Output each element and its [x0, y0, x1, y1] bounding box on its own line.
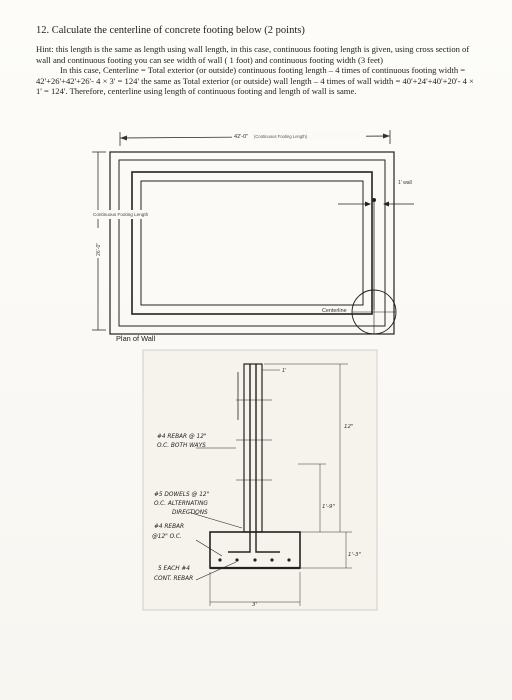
- wall-outer-edge: [118, 159, 386, 327]
- hint-paragraph-1: Hint: this length is the same as length …: [36, 44, 470, 65]
- note-1-line-2: O.C. BOTH WAYS: [157, 443, 206, 449]
- leader-4: [195, 561, 237, 581]
- top-dimension-note: (Continuous Footing Length): [254, 134, 308, 139]
- note-4-line-2: CONT. REBAR: [154, 576, 193, 582]
- dim-1-3-label: 1'-3": [348, 552, 361, 558]
- dim-3-label: 3': [252, 602, 257, 608]
- wall-inner-edge: [131, 171, 373, 315]
- footing-outer-edge: [109, 151, 395, 335]
- arrow-left: [120, 135, 127, 141]
- footing-label-bg: [91, 210, 161, 219]
- cont-rebar-dot-5: [287, 558, 291, 562]
- cont-rebar-dot-3: [253, 558, 257, 562]
- note-2-line-3: DIRECTIONS: [172, 510, 208, 516]
- dowel-rebar-2: [255, 364, 280, 553]
- footing-inner-edge: [140, 180, 364, 306]
- leader-2: [187, 511, 243, 529]
- note-4-line-1: 5 EACH #4: [158, 566, 190, 572]
- dim-top-label: 1': [282, 368, 287, 374]
- centerline-marker-dot: [372, 198, 376, 202]
- note-2-line-2: O.C. ALTERNATING: [154, 501, 208, 507]
- dim-1-9-label: 1'-9": [322, 504, 335, 510]
- footing-label: Continuous Footing Length: [93, 212, 149, 217]
- cont-rebar-dot-2: [235, 558, 239, 562]
- note-2-line-1: #5 DOWELS @ 12": [154, 492, 210, 498]
- dowel-rebar-1: [228, 364, 251, 553]
- cont-rebar-dot-4: [270, 558, 274, 562]
- hint-paragraph-2: In this case, Centerline = Total exterio…: [36, 65, 474, 96]
- dimension-label-bg: [232, 131, 366, 140]
- wall-label: 1' wall: [398, 180, 412, 186]
- wall-arrow-in: [365, 201, 371, 207]
- note-1-line-1: #4 REBAR @ 12": [157, 434, 207, 440]
- plan-caption: Plan of Wall: [116, 334, 156, 343]
- wall-arrow-out: [383, 201, 389, 207]
- side-dimension-label: 26'-0": [96, 243, 102, 256]
- cont-rebar-dot-1: [218, 558, 222, 562]
- top-dimension-label: 42'-0": [234, 134, 248, 140]
- side-label-bg: [94, 228, 102, 258]
- note-3-line-1: #4 REBAR: [154, 524, 184, 530]
- dim-12-label: 12": [344, 424, 354, 430]
- note-3-line-2: @12" O.C.: [152, 534, 182, 540]
- hint-text: Hint: this length is the same as length …: [36, 44, 481, 97]
- question-title: 12. Calculate the centerline of concrete…: [36, 25, 305, 36]
- centerline-label: Centerline: [322, 308, 347, 314]
- leader-3: [195, 539, 223, 557]
- arrow-right: [383, 133, 390, 139]
